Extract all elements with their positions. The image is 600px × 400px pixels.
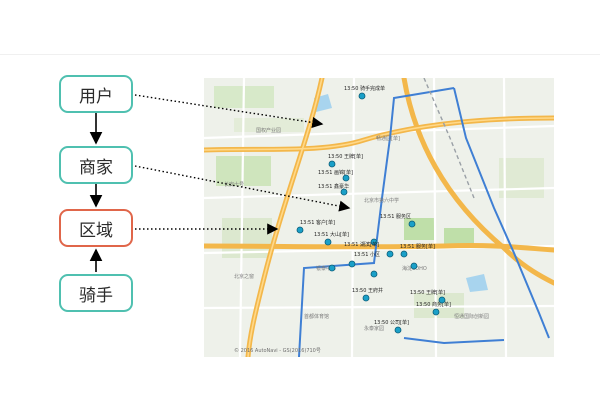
map-marker-label: 13:51 画锦[单] <box>318 169 353 176</box>
map-svg: 国权产业园 北京市第六中学 畅通园[单] 海淀SOHO 恒通国际创新园 银泰中心… <box>204 78 554 357</box>
user-box: 用户 <box>59 75 133 113</box>
map-marker[interactable] <box>410 262 418 270</box>
map-marker-label: 13:51 鑫豪华 <box>318 183 349 190</box>
map-route-line <box>298 87 550 357</box>
map-place-label: 畅通园[单] <box>376 135 400 142</box>
map-marker[interactable] <box>348 260 356 268</box>
map-marker[interactable] <box>324 238 332 246</box>
map-marker[interactable] <box>370 270 378 278</box>
map-place-label: 长安十号 <box>224 181 244 188</box>
map-marker[interactable] <box>370 238 378 246</box>
map-place-label: 银泰中心 <box>316 265 336 272</box>
map-place-label: 首都体育馆 <box>304 313 329 320</box>
area-box: 区域 <box>59 209 133 247</box>
map-marker-label: 13:51 湖滨[单] <box>344 241 379 248</box>
map-marker-label: 13:51 客户[单] <box>300 219 335 226</box>
map-marker-label: 13:50 王牌[单] <box>328 153 363 160</box>
map-place-label: 国权产业园 <box>256 127 281 134</box>
map-marker[interactable] <box>358 92 366 100</box>
map-marker-label: 13:51 小区 <box>354 251 380 258</box>
map-marker-label: 13:50 公司[单] <box>374 319 409 326</box>
map-marker-label: 13:50 王牌[单] <box>410 289 445 296</box>
map-marker[interactable] <box>296 226 304 234</box>
map-marker-label: 13:50 商务[单] <box>416 301 451 308</box>
map-water <box>466 274 488 292</box>
map-marker-label: 13:51 服务[单] <box>400 243 435 250</box>
map-place-label: 北京之窗 <box>234 273 254 280</box>
map-copyright: © 2016 AutoNavi - GS(2016)710号 <box>234 347 321 354</box>
map-place-label: 恒通国际创新园 <box>454 313 489 320</box>
map-place-label: 北京市第六中学 <box>364 197 399 204</box>
map-marker-label: 13:50 骑手完成单 <box>344 85 385 92</box>
shop-box: 商家 <box>59 146 133 184</box>
divider <box>0 54 600 55</box>
map-marker[interactable] <box>408 220 416 228</box>
map-marker[interactable] <box>386 250 394 258</box>
map-marker[interactable] <box>432 308 440 316</box>
map-marker-label: 13:50 王府井 <box>352 287 383 294</box>
map-marker[interactable] <box>328 160 336 168</box>
map-marker[interactable] <box>328 264 336 272</box>
map-view[interactable]: 国权产业园 北京市第六中学 畅通园[单] 海淀SOHO 恒通国际创新园 银泰中心… <box>204 78 554 357</box>
map-marker-label: 13:51 服务区 <box>380 213 411 220</box>
map-marker[interactable] <box>400 250 408 258</box>
map-marker-label: 13:51 大山[单] <box>314 231 349 238</box>
rider-box: 骑手 <box>59 274 133 312</box>
map-place-label: 永泰家园 <box>364 325 384 332</box>
map-marker[interactable] <box>362 294 370 302</box>
map-marker[interactable] <box>438 296 446 304</box>
map-marker[interactable] <box>394 326 402 334</box>
